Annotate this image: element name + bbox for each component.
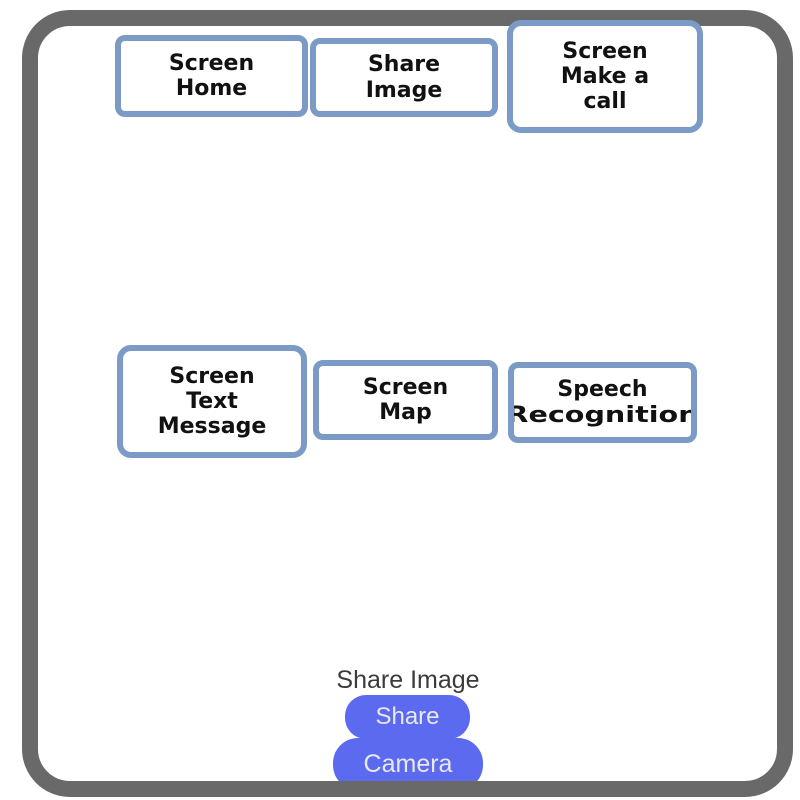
screen-home-label: Screen Home — [121, 51, 302, 102]
panel-title: Share Image — [336, 666, 480, 694]
label-line: Home — [175, 76, 248, 101]
label-line: Map — [379, 400, 432, 425]
screen-text-message-label: Screen Text Message — [123, 364, 301, 440]
label-line: Screen — [168, 50, 255, 76]
label-line: Message — [157, 414, 267, 440]
screen-make-a-call-button[interactable]: Screen Make a call — [507, 20, 703, 133]
share-button[interactable]: Share — [345, 695, 470, 739]
share-image-label: Share Image — [316, 52, 492, 103]
label-line: Screen — [562, 38, 648, 64]
label-line: call — [583, 89, 627, 115]
label-line: Text — [186, 388, 238, 414]
label-line: Screen — [362, 374, 449, 400]
label-line: Image — [365, 77, 443, 103]
label-line: Share — [367, 52, 441, 78]
screen-map-button[interactable]: Screen Map — [313, 360, 498, 440]
label-line: Screen — [169, 363, 255, 389]
label-line: Speech — [557, 377, 648, 403]
speech-recognition-label: Speech Recognition — [514, 377, 691, 428]
screen-text-message-button[interactable]: Screen Text Message — [117, 345, 307, 458]
label-line: Recognition — [508, 402, 697, 428]
speech-recognition-button[interactable]: Speech Recognition — [508, 362, 697, 443]
label-line: Make a — [560, 63, 650, 89]
camera-button[interactable]: Camera — [333, 738, 483, 790]
share-image-button[interactable]: Share Image — [310, 38, 498, 117]
screen-map-label: Screen Map — [319, 375, 492, 426]
screen-make-a-call-label: Screen Make a call — [513, 39, 697, 115]
screen-home-button[interactable]: Screen Home — [115, 35, 308, 117]
